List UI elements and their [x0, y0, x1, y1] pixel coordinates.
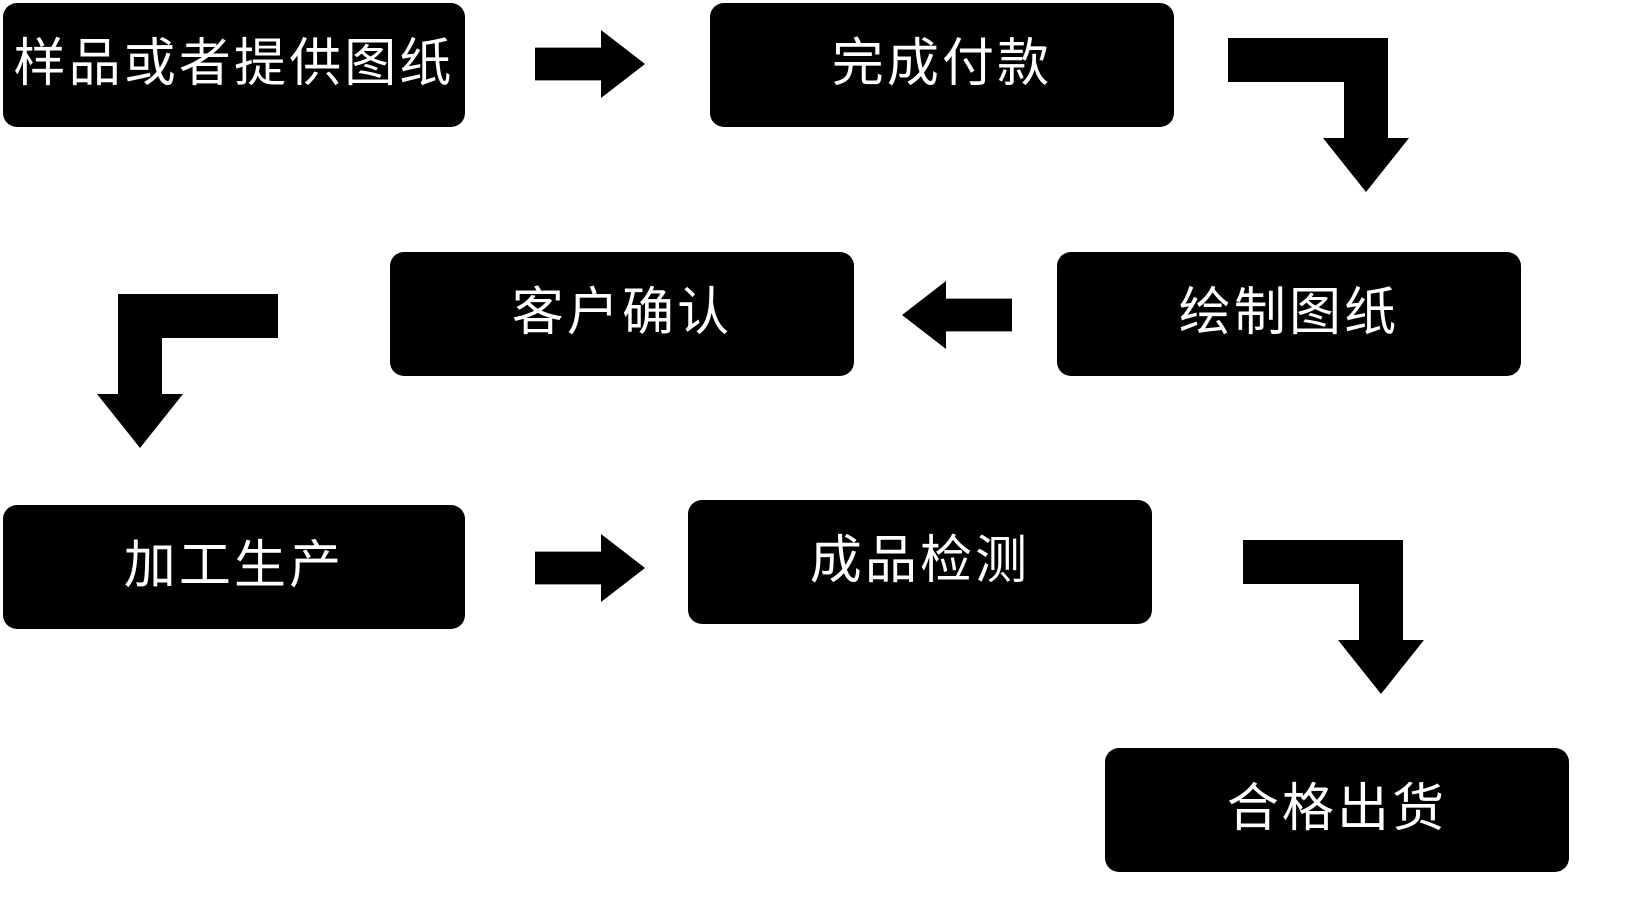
flow-node-label: 成品检测 — [809, 532, 1031, 591]
elbow-arrow-right-down-icon — [1228, 38, 1409, 192]
flow-node-complete-payment[interactable]: 完成付款 — [710, 3, 1174, 127]
arrow-left-icon — [902, 281, 1012, 349]
flow-node-label: 加工生产 — [123, 537, 345, 596]
flow-node-draw-blueprint[interactable]: 绘制图纸 — [1057, 252, 1521, 376]
flow-node-label: 完成付款 — [831, 35, 1053, 94]
arrow-right-icon — [535, 534, 645, 602]
flow-node-label: 客户确认 — [511, 284, 733, 343]
elbow-arrow-left-down-icon — [97, 294, 278, 448]
flow-node-label: 绘制图纸 — [1178, 284, 1400, 343]
flow-node-label: 样品或者提供图纸 — [13, 35, 455, 94]
flow-node-sample-or-drawing[interactable]: 样品或者提供图纸 — [3, 3, 465, 127]
flow-node-production[interactable]: 加工生产 — [3, 505, 465, 629]
flow-node-final-inspection[interactable]: 成品检测 — [688, 500, 1152, 624]
flow-node-label: 合格出货 — [1226, 780, 1448, 839]
arrow-right-icon — [535, 30, 645, 98]
flow-node-customer-confirm[interactable]: 客户确认 — [390, 252, 854, 376]
elbow-arrow-right-down-icon — [1243, 540, 1424, 694]
flow-node-qualified-shipment[interactable]: 合格出货 — [1105, 748, 1569, 872]
